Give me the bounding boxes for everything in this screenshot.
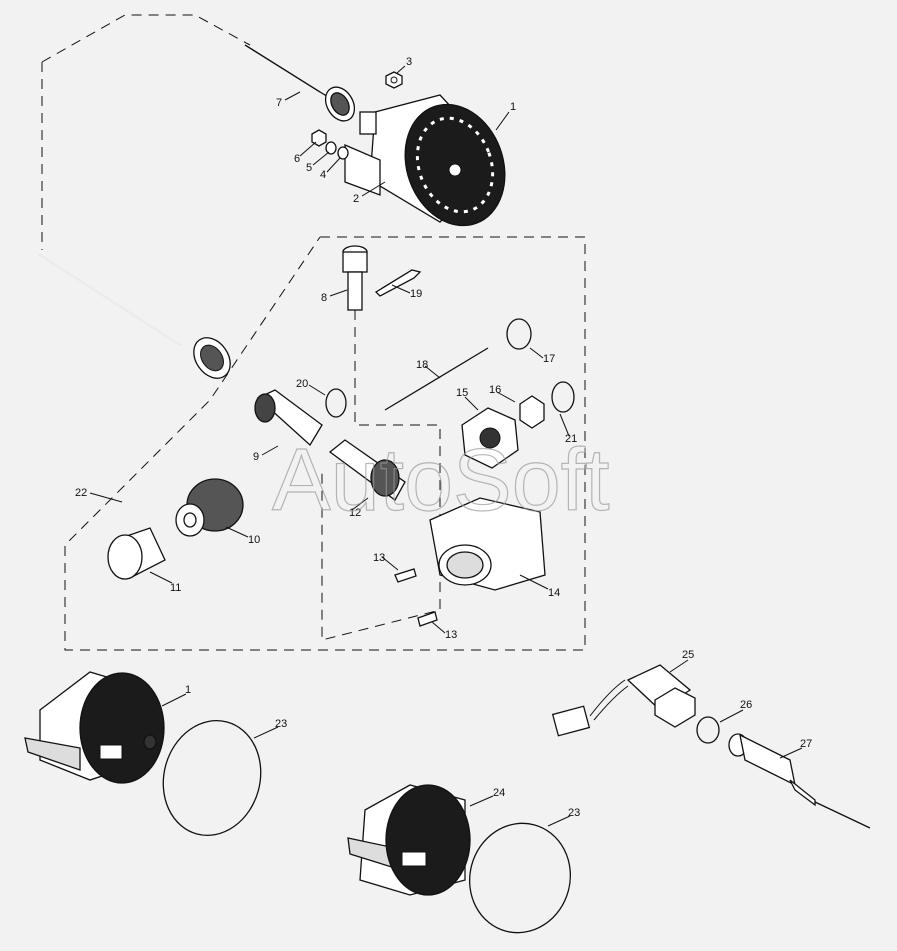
leader-lines <box>89 65 803 827</box>
callout-27: 27 <box>800 738 812 750</box>
o-ring-17 <box>506 318 532 350</box>
callout-24: 24 <box>493 787 505 799</box>
callout-22: 22 <box>75 487 87 499</box>
washer-4 <box>337 146 349 160</box>
housing-14 <box>429 497 546 591</box>
callout-1-bottom: 1 <box>185 684 191 696</box>
callout-2: 2 <box>353 193 359 205</box>
callout-6: 6 <box>294 153 300 165</box>
cable-assembly-outline <box>41 14 251 250</box>
callouts: 1 2 3 4 5 6 7 8 9 10 11 12 13 13 14 15 1… <box>75 56 812 819</box>
callout-18: 18 <box>416 359 428 371</box>
callout-15: 15 <box>456 387 468 399</box>
gauge-24 <box>347 784 471 896</box>
callout-9: 9 <box>253 451 259 463</box>
callout-7: 7 <box>276 97 282 109</box>
callout-1-top: 1 <box>510 101 516 113</box>
callout-10: 10 <box>248 534 260 546</box>
speedometer-cable-long <box>39 254 231 379</box>
drive-assembly-outline <box>64 236 586 651</box>
callout-26: 26 <box>740 699 752 711</box>
screw-13-lower <box>417 611 438 627</box>
o-ring-21 <box>551 381 575 413</box>
worm-gear-9 <box>254 389 323 447</box>
o-ring-20 <box>325 388 347 418</box>
watermark: AutoSoft <box>272 430 610 529</box>
cotter-pin-19 <box>374 269 422 297</box>
nut-3 <box>385 71 403 89</box>
callout-21: 21 <box>565 433 577 445</box>
sensor-27 <box>728 733 871 829</box>
callout-19: 19 <box>410 288 422 300</box>
sensor-25 <box>551 664 696 737</box>
callout-13-b: 13 <box>445 629 457 641</box>
callout-23-b: 23 <box>568 807 580 819</box>
speedometer-top <box>344 94 506 227</box>
fitting-16 <box>519 395 545 429</box>
callout-8: 8 <box>321 292 327 304</box>
driven-gear-12 <box>328 439 406 501</box>
speedometer-cable-top <box>244 44 356 122</box>
o-ring-26 <box>696 716 720 744</box>
callout-25: 25 <box>682 649 694 661</box>
callout-17: 17 <box>543 353 555 365</box>
pin-8 <box>342 245 368 311</box>
gear-10 <box>175 478 244 537</box>
callout-13-a: 13 <box>373 552 385 564</box>
washer-5 <box>325 141 337 155</box>
callout-14: 14 <box>548 587 560 599</box>
callout-11: 11 <box>170 582 181 594</box>
ring-23-left <box>162 719 262 837</box>
screw-13-upper <box>394 568 417 583</box>
hex-nut-15 <box>461 407 519 469</box>
gauge-bottom-1 <box>24 671 165 784</box>
callout-16: 16 <box>489 384 501 396</box>
callout-23-a: 23 <box>275 718 287 730</box>
callout-20: 20 <box>296 378 308 390</box>
callout-5: 5 <box>306 162 312 174</box>
rod-18 <box>384 347 489 411</box>
callout-4: 4 <box>320 169 326 181</box>
callout-12: 12 <box>349 507 361 519</box>
cap-11 <box>107 527 166 580</box>
callout-3: 3 <box>406 56 412 68</box>
ring-23-right <box>468 822 572 934</box>
